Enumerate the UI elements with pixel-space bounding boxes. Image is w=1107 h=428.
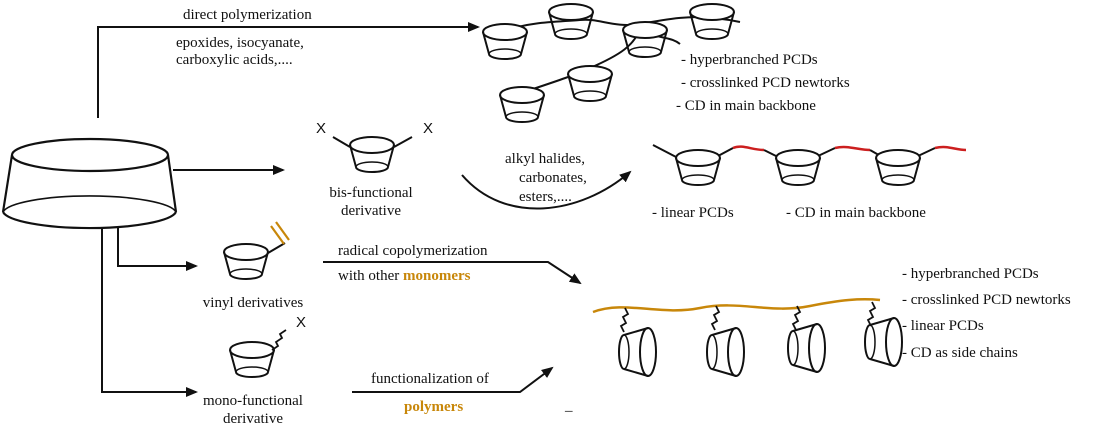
bis-label-line-1: bis-functional <box>329 185 412 201</box>
bis-functional-cd-icon <box>332 136 413 173</box>
bis-reagent-2: carbonates, <box>519 170 587 186</box>
stray-mark: _ <box>564 398 573 414</box>
hyperbranched-polymer-icon <box>482 3 741 123</box>
side-result-3: - linear PCDs <box>902 318 984 334</box>
mono-functional-cd-icon <box>229 329 287 378</box>
direct-polymerization-arrow <box>97 22 480 118</box>
bis-label-line-2: derivative <box>341 203 401 219</box>
side-chain-polymer-icon <box>592 298 903 377</box>
reagents-line-2: carboxylic acids,.... <box>176 52 293 68</box>
top-result-2: - crosslinked PCD newtorks <box>681 75 850 91</box>
bis-reaction-curved-arrow <box>461 170 632 210</box>
bis-reagent-1: alkyl halides, <box>505 151 585 167</box>
bis-x-left: X <box>316 120 326 137</box>
cyclodextrin-large-icon <box>1 137 178 230</box>
reagents-line-1: epoxides, isocyanate, <box>176 35 304 51</box>
vinyl-arrow-label-line-2: with other monomers <box>338 268 471 284</box>
side-result-4: - CD as side chains <box>902 345 1018 361</box>
lower-branch-arrows <box>101 228 198 397</box>
bis-x-right: X <box>423 120 433 137</box>
vinyl-label: vinyl derivatives <box>203 295 304 311</box>
mono-x: X <box>296 314 306 331</box>
top-result-1: - hyperbranched PCDs <box>681 52 818 68</box>
bis-result-right: - CD in main backbone <box>786 205 926 221</box>
bis-result-left: - linear PCDs <box>652 205 734 221</box>
mono-label-line-1: mono-functional <box>203 393 303 409</box>
functionalization-arrow <box>352 366 554 393</box>
mono-arrow-label-line-1: functionalization of <box>371 371 489 387</box>
bis-reagent-3: esters,.... <box>519 189 572 205</box>
top-result-3: - CD in main backbone <box>676 98 816 114</box>
linear-pcd-chain-icon <box>652 144 967 186</box>
vinyl-arrow-label-line-1: radical copolymerization <box>338 243 488 259</box>
direct-polymerization-label: direct polymerization <box>183 7 312 23</box>
vinyl-derivative-cd-icon <box>223 221 290 280</box>
side-result-2: - crosslinked PCD newtorks <box>902 292 1071 308</box>
radical-copolymerization-arrow <box>323 261 582 285</box>
mono-label-line-2: derivative <box>223 411 283 427</box>
side-result-1: - hyperbranched PCDs <box>902 266 1039 282</box>
mono-arrow-label-line-2: polymers <box>404 399 463 415</box>
